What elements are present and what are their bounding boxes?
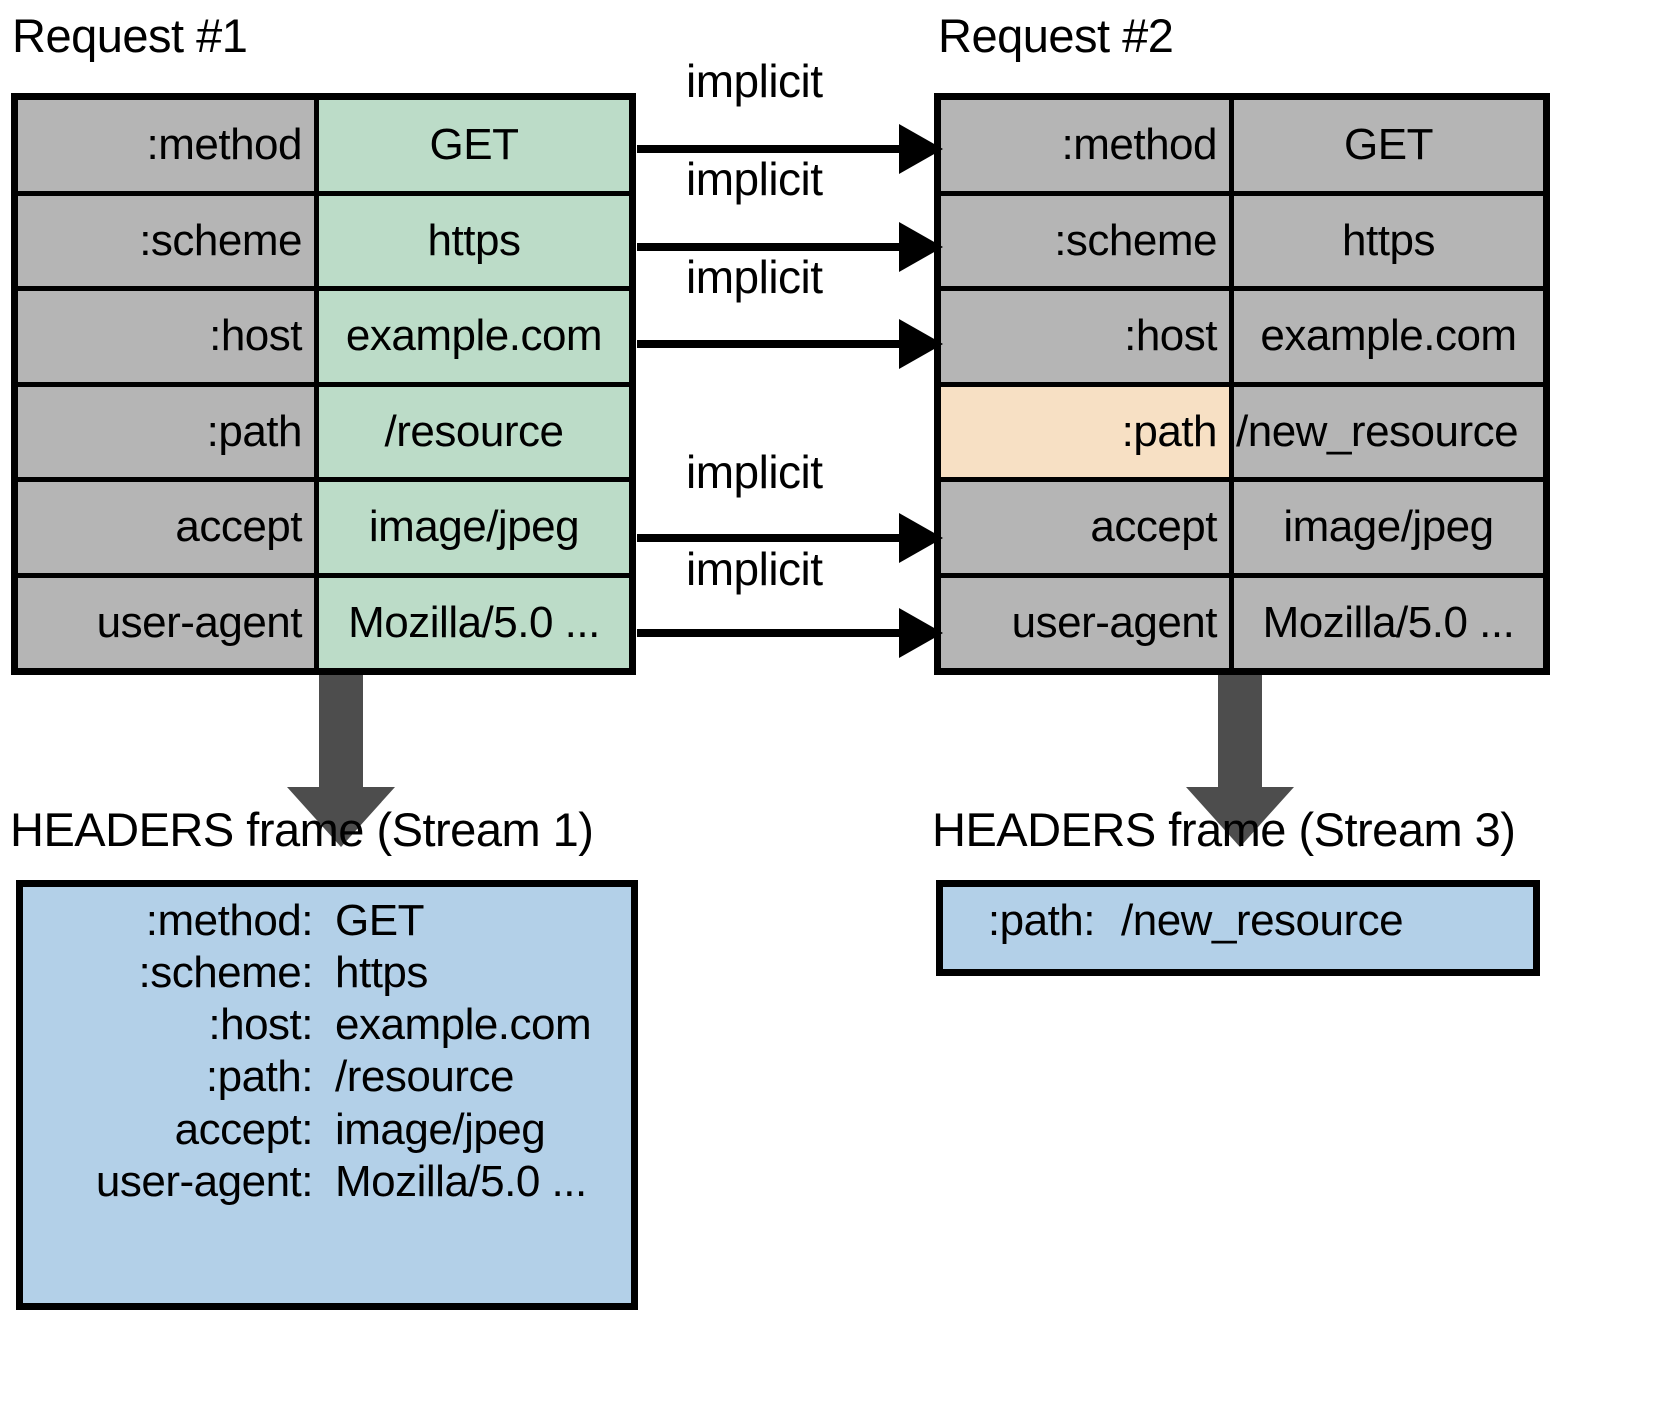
header-value-cell: https: [319, 195, 629, 286]
table-row: :host example.com: [18, 291, 629, 382]
header-value-cell: image/jpeg: [319, 482, 629, 573]
frame-header-name: :scheme:: [138, 948, 313, 998]
list-item: :path: /new_resource: [965, 895, 1511, 947]
headers-frame-3-box: :path: /new_resource: [936, 880, 1540, 976]
header-value-cell: GET: [1234, 100, 1543, 191]
implicit-arrow-icon: [637, 222, 943, 272]
header-name-cell: :method: [941, 100, 1229, 191]
header-value-cell: https: [1234, 195, 1543, 286]
frame-header-name: accept:: [174, 1104, 314, 1154]
implicit-label: implicit: [686, 543, 823, 595]
implicit-arrow-icon: [637, 513, 943, 563]
down-arrow-icon-stream3: [1186, 675, 1294, 847]
header-name-cell: user-agent: [18, 577, 314, 668]
implicit-label: implicit: [686, 446, 823, 498]
header-name-cell: accept: [941, 482, 1229, 573]
frame-header-name: :method:: [145, 896, 314, 945]
implicit-arrow-icon: [637, 319, 943, 369]
implicit-label: implicit: [686, 55, 823, 107]
implicit-arrow-icon: [637, 124, 943, 174]
frame-header-value: example.com: [335, 1000, 592, 1050]
implicit-arrow-icon: [637, 608, 943, 658]
list-item: :method: GET: [45, 895, 609, 947]
request1-header-table: :method GET :scheme https :host example.…: [11, 93, 636, 675]
frame-header-value: https: [335, 948, 428, 998]
list-item: :path: /resource: [45, 1051, 609, 1103]
request1-title: Request #1: [12, 9, 248, 62]
list-item: :host: example.com: [45, 999, 609, 1051]
header-name-cell: :host: [18, 291, 314, 382]
arrow-shaft: [1218, 675, 1262, 793]
header-value-cell: example.com: [1234, 291, 1543, 382]
table-row: user-agent Mozilla/5.0 ...: [941, 577, 1543, 668]
table-row: accept image/jpeg: [18, 482, 629, 573]
header-name-cell: accept: [18, 482, 314, 573]
arrow-head: [1186, 787, 1294, 847]
list-item: user-agent: Mozilla/5.0 ...: [45, 1156, 609, 1208]
frame-header-value: /new_resource: [1121, 896, 1404, 945]
frame-header-value: Mozilla/5.0 ...: [335, 1156, 587, 1206]
down-arrow-icon-stream1: [287, 675, 395, 847]
headers-frame-1-box: :method: GET :scheme: https :host: examp…: [16, 880, 638, 1310]
table-row: :scheme https: [18, 195, 629, 286]
header-value-cell: GET: [319, 100, 629, 191]
list-item: accept: image/jpeg: [45, 1104, 609, 1156]
table-row: accept image/jpeg: [941, 482, 1543, 573]
table-row: :host example.com: [941, 291, 1543, 382]
table-row: user-agent Mozilla/5.0 ...: [18, 577, 629, 668]
frame-header-name: :path:: [205, 1052, 314, 1102]
header-value-cell: example.com: [319, 291, 629, 382]
header-name-cell: user-agent: [941, 577, 1229, 668]
headers-frame-3-title: HEADERS frame (Stream 3): [932, 803, 1516, 856]
table-row: :scheme https: [941, 195, 1543, 286]
arrow-head: [287, 787, 395, 847]
request2-header-table: :method GET :scheme https :host example.…: [934, 93, 1550, 675]
header-name-cell: :host: [941, 291, 1229, 382]
frame-header-name: user-agent:: [95, 1156, 314, 1206]
frame-header-name: :host:: [208, 1000, 313, 1050]
table-row: :method GET: [18, 100, 629, 191]
list-item: :scheme: https: [45, 947, 609, 999]
table-row: :method GET: [941, 100, 1543, 191]
headers-frame-1-title: HEADERS frame (Stream 1): [10, 803, 594, 856]
header-value-cell: image/jpeg: [1234, 482, 1543, 573]
request2-title: Request #2: [938, 9, 1174, 62]
header-name-cell: :path: [18, 386, 314, 477]
implicit-label: implicit: [686, 153, 823, 205]
table-row: :path /resource: [18, 386, 629, 477]
frame-header-value: GET: [335, 896, 424, 945]
table-row-changed: :path /new_resource: [941, 386, 1543, 477]
header-name-cell: :path: [941, 386, 1229, 477]
frame-header-value: /resource: [335, 1052, 514, 1102]
header-value-cell: /new_resource: [1234, 386, 1543, 477]
header-name-cell: :scheme: [18, 195, 314, 286]
header-name-cell: :method: [18, 100, 314, 191]
header-value-cell: /resource: [319, 386, 629, 477]
header-name-cell: :scheme: [941, 195, 1229, 286]
header-value-cell: Mozilla/5.0 ...: [319, 577, 629, 668]
header-value-cell: Mozilla/5.0 ...: [1234, 577, 1543, 668]
frame-header-value: image/jpeg: [335, 1104, 546, 1154]
arrow-shaft: [319, 675, 363, 793]
implicit-label: implicit: [686, 251, 823, 303]
frame-header-name: :path:: [987, 896, 1096, 945]
